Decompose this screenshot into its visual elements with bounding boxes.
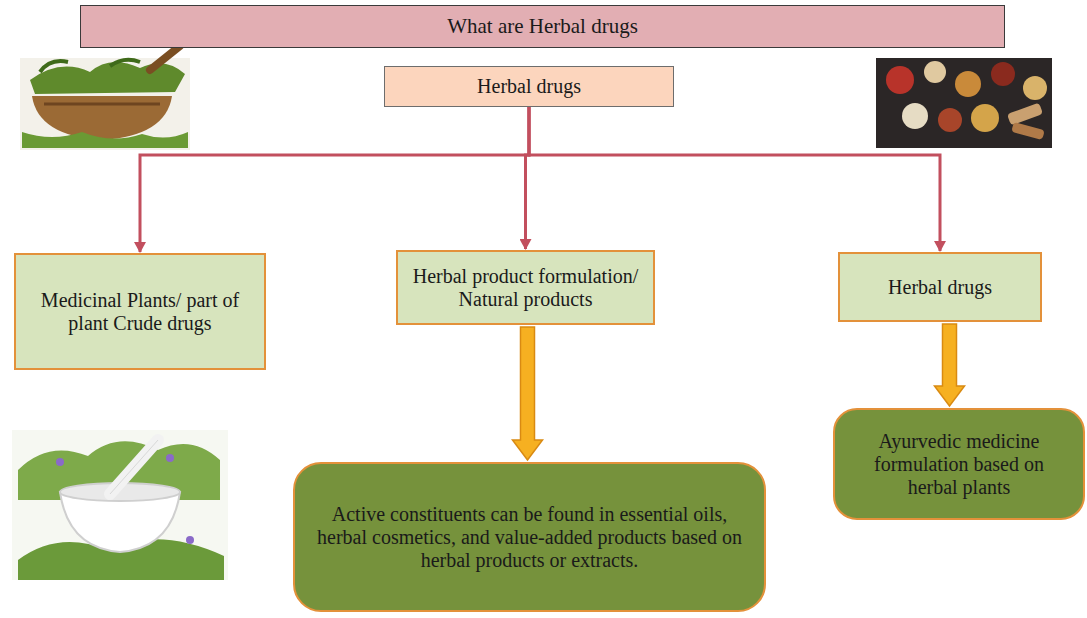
node-text: Medicinal Plants/ part of plant Crude dr… [28,289,252,335]
node-text: Ayurvedic medicine formulation based on … [847,430,1071,499]
root-box: Herbal drugs [384,66,674,107]
node-text: Herbal drugs [888,276,992,299]
block-arrow [513,327,543,460]
category-box: Herbal product formulation/ Natural prod… [396,250,655,325]
detail-box: Active constituents can be found in esse… [293,462,766,612]
block-arrow [935,324,965,406]
title-text: What are Herbal drugs [447,14,638,38]
node-text: Active constituents can be found in esse… [307,503,752,572]
category-box: Herbal drugs [838,252,1042,322]
node-text: Herbal drugs [477,75,581,98]
herb-mortar-picture [20,46,190,150]
detail-box: Ayurvedic medicine formulation based on … [833,408,1085,520]
spices-picture [876,58,1052,148]
title-band: What are Herbal drugs [80,5,1005,48]
node-text: Herbal product formulation/ Natural prod… [410,265,641,311]
white-mortar-picture [12,430,228,580]
branch-arrow [529,107,940,251]
branch-arrow [140,107,529,252]
category-box: Medicinal Plants/ part of plant Crude dr… [14,253,266,370]
